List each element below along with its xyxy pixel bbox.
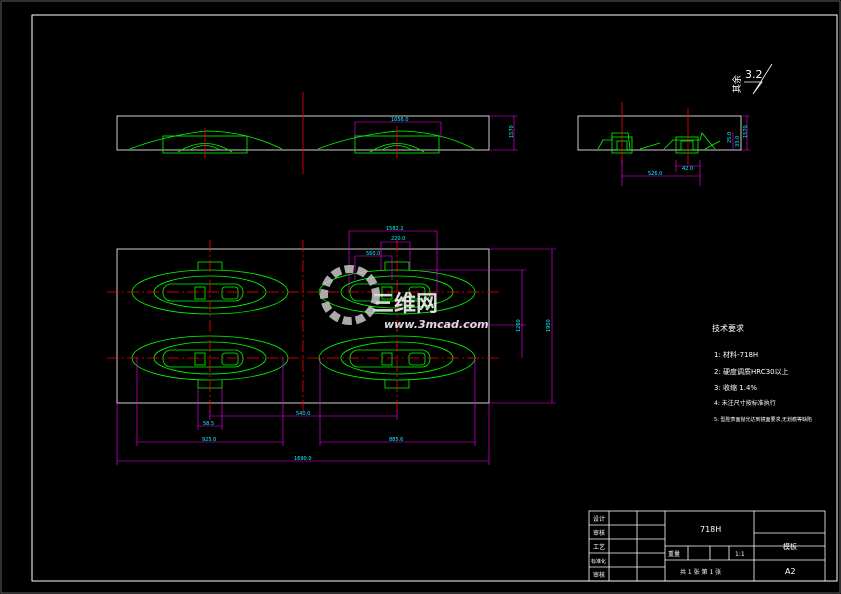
watermark: 三维网 www.3mcad.com bbox=[320, 265, 489, 331]
plan-dim-8: 540.0 bbox=[296, 411, 310, 417]
tb-size: A2 bbox=[785, 567, 796, 576]
tb-row-5: 审核 bbox=[593, 571, 605, 579]
tb-row-3: 工艺 bbox=[593, 543, 605, 551]
tech-item-2: 2: 硬度调质HRC30以上 bbox=[714, 367, 789, 376]
watermark-brand: 三维网 bbox=[372, 291, 438, 317]
plan-dim-5: 1950 bbox=[546, 319, 552, 332]
tb-row-2: 审核 bbox=[593, 529, 605, 537]
plan-dim-7: 925.0 bbox=[202, 437, 216, 443]
front-dim-2: 1570 bbox=[509, 125, 515, 138]
roughness-symbol bbox=[744, 63, 773, 95]
drawing-border bbox=[31, 14, 838, 582]
tb-material: 718H bbox=[700, 525, 721, 534]
front-view: 1056.0 1570 bbox=[116, 92, 518, 174]
front-dim-1: 1056.0 bbox=[391, 117, 409, 123]
side-dim-1: 526.0 bbox=[648, 171, 662, 177]
tech-item-3: 3: 收缩 1.4% bbox=[714, 383, 757, 392]
plan-dim-1: 1582.2 bbox=[386, 226, 404, 232]
tb-drawing-name: 模板 bbox=[783, 542, 797, 551]
tb-row-1: 设计 bbox=[593, 515, 605, 523]
roughness-label: 其余 bbox=[731, 75, 743, 93]
tech-item-5: 5: 型腔表面抛光达到镜面要求,无划痕等缺陷 bbox=[714, 416, 812, 423]
tb-sheet: 共 1 张 第 1 张 bbox=[680, 568, 721, 576]
plan-dim-2: 220.0 bbox=[391, 236, 405, 242]
plan-view: 1582.2 220.0 560.0 1260 1950 58.5 925.0 … bbox=[107, 226, 556, 465]
roughness-value: 3.2 bbox=[745, 68, 763, 81]
side-dim-4: 33.0 bbox=[735, 136, 741, 147]
tech-item-1: 1: 材料-718H bbox=[714, 350, 758, 359]
title-block: 设计 审核 工艺 标准化 审核 718H 重量 1:1 共 1 张 第 1 张 … bbox=[588, 510, 826, 582]
plan-dim-6: 58.5 bbox=[203, 421, 214, 427]
tech-item-4: 4: 未注尺寸按标准执行 bbox=[714, 399, 776, 407]
side-dim-3: 25.0 bbox=[727, 132, 733, 143]
tb-row-4: 标准化 bbox=[591, 558, 606, 565]
side-view: 526.0 42.0 25.0 33.0 1570 bbox=[577, 102, 750, 186]
plan-dim-3: 560.0 bbox=[366, 251, 380, 257]
tech-requirements: 技术要求 1: 材料-718H 2: 硬度调质HRC30以上 3: 收缩 1.4… bbox=[712, 323, 812, 423]
roughness-note: 其余 3.2 bbox=[731, 63, 773, 95]
gear-icon bbox=[320, 265, 380, 325]
tb-weight-label: 重量 bbox=[668, 550, 680, 558]
tb-scale: 1:1 bbox=[735, 551, 745, 558]
plan-dim-10: 1690.0 bbox=[294, 456, 312, 462]
side-dim-5: 1570 bbox=[743, 125, 749, 138]
tech-title: 技术要求 bbox=[712, 323, 744, 333]
plan-dim-9: 885.6 bbox=[389, 437, 403, 443]
watermark-url: www.3mcad.com bbox=[384, 318, 489, 331]
plan-dim-4: 1260 bbox=[516, 319, 522, 332]
side-dim-2: 42.0 bbox=[682, 166, 693, 172]
